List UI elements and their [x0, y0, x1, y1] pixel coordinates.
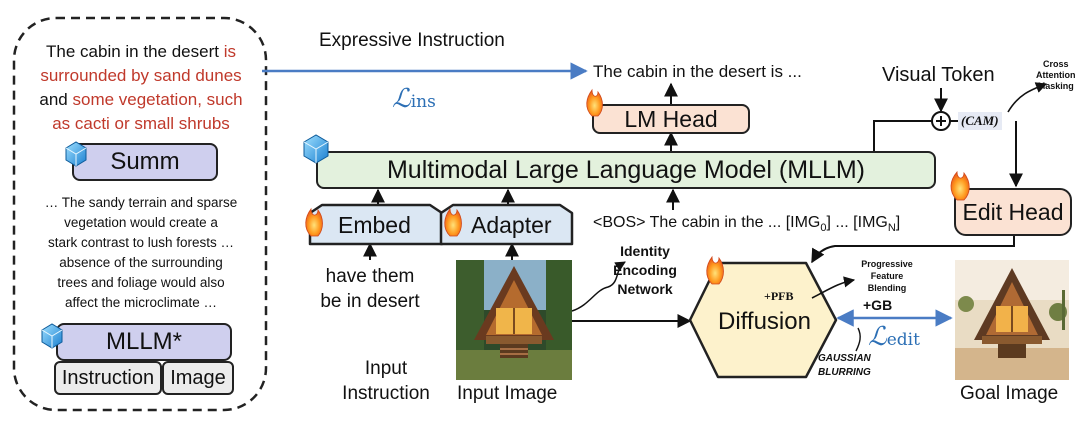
input-image-cabin	[456, 260, 572, 380]
identity-encoding-network: Identity Encoding Network	[602, 242, 688, 299]
diffusion-hexagon	[688, 261, 838, 379]
summary-line: trees and foliage would also	[57, 275, 225, 290]
expressive-text-line-1: The cabin in the desert is	[30, 42, 252, 62]
cam-caption-line: Masking	[1037, 81, 1074, 91]
summary-line: absence of the surrounding	[59, 255, 223, 270]
left-panel-border	[12, 16, 268, 412]
loss-subscript: ins	[410, 92, 436, 112]
token-seq-part: ] ... [IMG	[826, 214, 888, 231]
expressive-text-black: and	[39, 90, 73, 109]
cam-caption-line: Cross	[1042, 59, 1069, 69]
mllm-star-label: MLLM*	[105, 328, 183, 355]
adapter-box	[439, 203, 574, 246]
summ-box: Summ	[72, 143, 218, 181]
gb-caption-line: BLURRING	[818, 367, 871, 378]
adapter-label: Adapter	[471, 212, 552, 238]
expressive-text-red: some vegetation, such	[72, 90, 243, 109]
goal-image-desert-cabin	[955, 260, 1069, 380]
token-subscript: 0	[820, 222, 827, 235]
cam-caption-line: Attention	[1036, 70, 1076, 80]
instruction-text: have them be in desert	[312, 264, 428, 314]
summary-text: … The sandy terrain and sparse vegetatio…	[22, 193, 260, 313]
instruction-label: Instruction	[61, 366, 155, 389]
token-subscript: N	[887, 222, 896, 235]
output-text: The cabin in the desert is ...	[593, 62, 802, 81]
expressive-text-line-3: and some vegetation, such	[30, 90, 252, 110]
token-seq-part: ]	[895, 214, 901, 231]
input-image-label: Input Image	[457, 383, 558, 404]
instruction-line: be in desert	[320, 291, 420, 312]
mllm-main-label: Multimodal Large Language Model (MLLM)	[386, 155, 866, 184]
goal-image-label: Goal Image	[960, 383, 1059, 404]
instruction-box: Instruction	[54, 361, 162, 395]
instruction-line: have them	[325, 266, 415, 287]
lm-head-box: LM Head	[592, 104, 750, 134]
summary-line: affect the microclimate …	[64, 295, 218, 310]
pfb-label: +PFB	[764, 289, 794, 303]
expressive-text-line-2: surrounded by sand dunes	[40, 66, 242, 85]
diffusion-label: Diffusion	[718, 308, 811, 335]
cam-label: (CAM)	[958, 112, 1002, 130]
loss-subscript: edit	[886, 330, 920, 350]
loss-edit: ℒedit	[868, 322, 920, 352]
identity-line: Network	[617, 281, 673, 297]
input-instruction-line: Input	[364, 358, 408, 379]
progressive-feature-blending: Progressive Feature Blending	[852, 258, 922, 294]
summ-label: Summ	[110, 148, 180, 175]
cross-attention-masking: Cross Attention Masking	[1036, 59, 1076, 92]
visual-token-label: Visual Token	[882, 64, 995, 86]
edit-head-box: Edit Head	[954, 188, 1072, 236]
lm-head-label: LM Head	[624, 105, 718, 132]
pfb-caption-line: Feature	[870, 271, 904, 281]
loss-symbol: ℒ	[392, 84, 411, 114]
gb-label: +GB	[863, 297, 893, 313]
input-instruction-line: Instruction	[342, 383, 430, 404]
expressive-text-black: The cabin in the desert	[46, 42, 224, 61]
embed-label: Embed	[338, 212, 411, 238]
summary-line: stark contrast to lush forests …	[47, 235, 235, 250]
mllm-star-box: MLLM*	[56, 323, 232, 361]
token-sequence: <BOS> The cabin in the ... [IMG0] ... [I…	[593, 214, 900, 234]
expressive-text-red: is	[223, 42, 236, 61]
image-box: Image	[162, 361, 234, 395]
image-label: Image	[170, 366, 226, 389]
loss-symbol: ℒ	[868, 322, 887, 352]
token-seq-part: <BOS> The cabin in the ... [IMG	[593, 214, 821, 231]
identity-line: Encoding	[613, 262, 677, 278]
summary-line: vegetation would create a	[64, 215, 218, 230]
identity-line: Identity	[620, 243, 670, 259]
loss-ins: ℒins	[392, 84, 436, 114]
pfb-caption-line: Blending	[867, 283, 907, 293]
input-instruction-label: Input Instruction	[336, 356, 436, 406]
mllm-main-box: Multimodal Large Language Model (MLLM)	[316, 151, 936, 189]
gaussian-blurring: GAUSSIAN BLURRING	[818, 352, 871, 380]
expressive-instruction-label: Expressive Instruction	[319, 30, 505, 51]
gb-caption-line: GAUSSIAN	[818, 353, 871, 364]
expressive-text-line-4: as cacti or small shrubs	[52, 114, 230, 133]
summary-line: … The sandy terrain and sparse	[44, 195, 238, 210]
pfb-caption-line: Progressive	[861, 259, 913, 269]
edit-head-label: Edit Head	[962, 198, 1064, 225]
